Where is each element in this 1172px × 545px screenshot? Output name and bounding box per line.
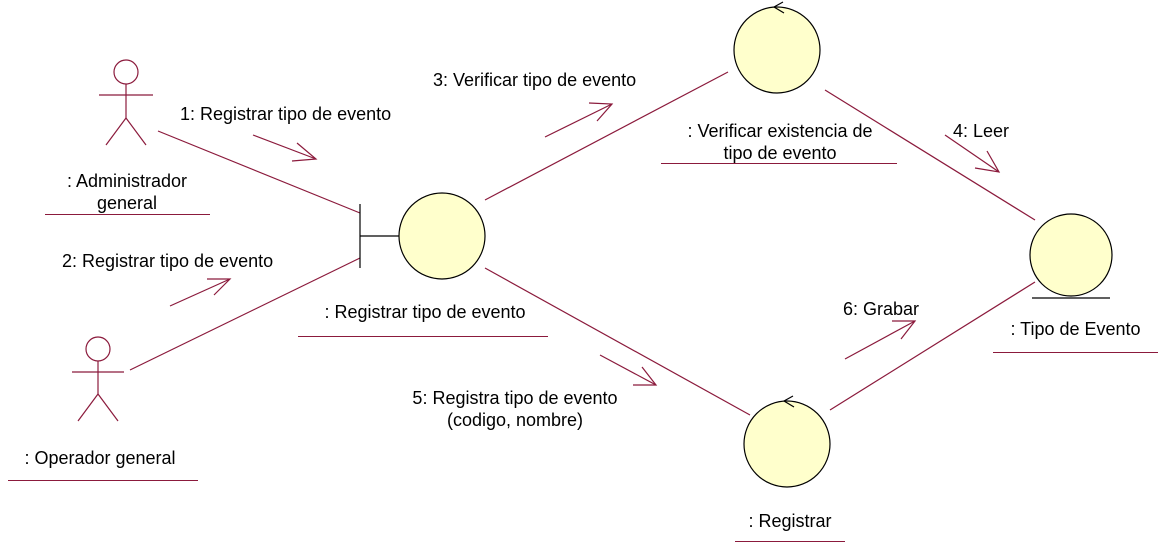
message-label-6: 6: Grabar (843, 298, 919, 320)
message-arrow-5 (599, 354, 658, 386)
control-verificar-name-line2: tipo de evento (723, 143, 837, 163)
message-label-3: 3: Verificar tipo de evento (433, 69, 636, 91)
boundary-name: : Registrar tipo de evento (324, 302, 526, 322)
boundary-icon (359, 192, 486, 280)
message-text-5: : Registra tipo de evento (422, 388, 618, 408)
message-text-5-line2: (codigo, nombre) (446, 410, 584, 430)
entity-tipo-icon (1029, 213, 1113, 299)
message-arrow-3 (544, 102, 614, 138)
actor-administrador-name: : Administrador general (42, 170, 212, 214)
control-registrar-underline (735, 541, 845, 542)
link-verificar-entity (824, 89, 1036, 221)
control-verificar-name-line1: : Verificar existencia de (687, 121, 873, 141)
control-verificar-name: : Verificar existencia de tipo de evento (660, 120, 900, 164)
actor-administrador-name-line2: general (96, 193, 158, 213)
message-text-1: : Registrar tipo de evento (190, 104, 392, 124)
message-label-2: 2: Registrar tipo de evento (62, 250, 273, 272)
message-number-2: 2 (62, 251, 73, 271)
message-text-2: : Registrar tipo de evento (72, 251, 274, 271)
actor-operador-name: : Operador general (24, 448, 176, 468)
entity-tipo-name: : Tipo de Evento (1010, 319, 1141, 339)
message-arrow-1 (252, 134, 318, 162)
message-number-3: 3 (433, 70, 444, 90)
actor-administrador-icon (99, 59, 153, 146)
message-text-4: : Leer (963, 121, 1010, 141)
message-number-4: 4 (953, 121, 964, 141)
message-text-3: : Verificar tipo de evento (443, 70, 637, 90)
message-arrow-2 (169, 278, 232, 307)
message-number-1: 1 (180, 104, 191, 124)
message-label-1: 1: Registrar tipo de evento (180, 103, 391, 125)
control-registrar-name: : Registrar (748, 511, 832, 531)
link-administrador-boundary (157, 130, 361, 214)
link-boundary-verificar (484, 71, 729, 201)
actor-administrador-name-line1: : Administrador (66, 171, 188, 191)
link-boundary-registrar (484, 267, 751, 416)
actor-operador-underline (8, 480, 198, 481)
message-text-6: : Grabar (853, 299, 920, 319)
boundary-underline (298, 336, 548, 337)
message-text-5-line1: 5: Registra tipo de evento (380, 387, 650, 409)
message-label-5: 5: Registra tipo de evento (codigo, nomb… (380, 387, 650, 431)
message-label-4: 4: Leer (953, 120, 1009, 142)
link-registrar-entity (829, 281, 1036, 411)
message-number-6: 6 (843, 299, 854, 319)
actor-administrador-underline (45, 214, 210, 215)
message-number-5: 5 (412, 388, 423, 408)
control-registrar-icon (743, 395, 831, 488)
link-operador-boundary (129, 257, 361, 371)
entity-tipo-underline (993, 352, 1158, 353)
actor-operador-icon (72, 336, 124, 422)
message-arrow-4 (944, 134, 1001, 173)
control-verificar-icon (733, 1, 821, 94)
control-verificar-underline (661, 163, 897, 164)
message-arrow-6 (844, 320, 917, 360)
